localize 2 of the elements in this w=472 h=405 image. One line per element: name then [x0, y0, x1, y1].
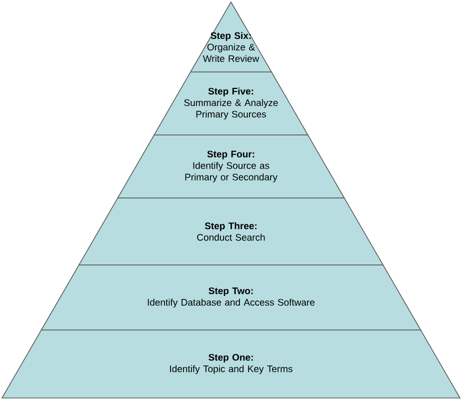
pyramid-tier: Step Four: Identify Source as Primary or Secondary — [117, 134, 345, 198]
pyramid-tier: Step Two: Identify Database and Access Software — [40, 264, 422, 330]
